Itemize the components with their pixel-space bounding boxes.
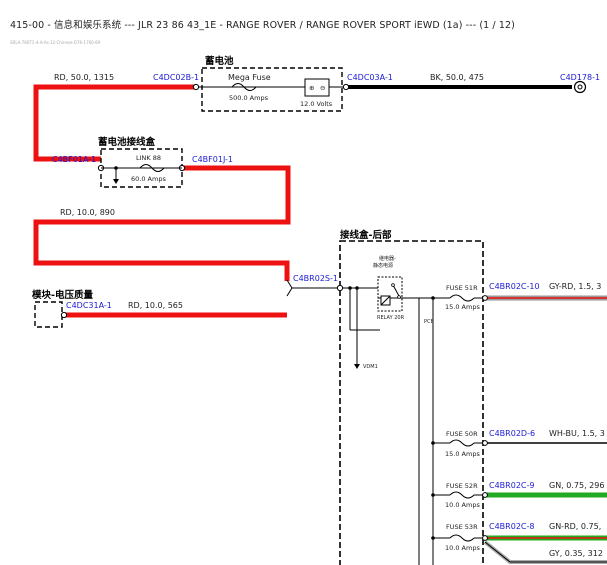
wires xyxy=(33,84,607,564)
battery-minus: ⊖ xyxy=(320,84,325,92)
connector-c4bf01a-1-label: C4BF01A-1 xyxy=(52,155,96,164)
internal-bus xyxy=(343,287,450,565)
relay-contact-1 xyxy=(391,283,395,287)
vdm-label: VDM1 xyxy=(363,364,378,370)
relay-name-line1: 继电器- xyxy=(379,255,396,262)
vdm-arrow-icon xyxy=(354,364,360,369)
battery-label: 蓄电池 xyxy=(205,55,234,67)
link88-stub-arrow-icon xyxy=(113,179,119,184)
fuse-53r-rating: 10.0 Amps xyxy=(445,544,480,552)
wire-rd-10-890-label: RD, 10.0, 890 xyxy=(60,208,115,217)
relay-contact-2 xyxy=(397,295,401,299)
wire-gy-core xyxy=(484,541,607,563)
bus-node-5 xyxy=(431,493,435,497)
fuse-53r-name: FUSE 53R xyxy=(446,523,478,531)
connector-c4dc31a-1-label: C4DC31A-1 xyxy=(66,301,112,310)
connector-c4br02c-10[interactable] xyxy=(482,295,488,301)
fuse-52r[interactable]: FUSE 52R 10.0 Amps xyxy=(445,482,485,509)
fuse-52r-rating: 10.0 Amps xyxy=(445,501,480,509)
relay-coil-slash xyxy=(380,295,391,306)
bus-node-3 xyxy=(431,296,435,300)
link88-rating: 60.0 Amps xyxy=(131,175,166,183)
connector-c4br02c-9-label: C4BR02C-9 xyxy=(489,481,534,490)
relay-name-line2: 静态电源 xyxy=(373,262,393,269)
fuse-50r[interactable]: FUSE 50R 15.0 Amps xyxy=(445,430,485,458)
link88-fuse-icon xyxy=(139,164,165,172)
fuse-52r-icon xyxy=(449,491,475,499)
connector-c4dc02b-1[interactable] xyxy=(192,83,200,91)
fuse-50r-name: FUSE 50R xyxy=(446,430,478,438)
connector-c4br02d-6-label: C4BR02D-6 xyxy=(489,429,535,438)
fuse-53r[interactable]: FUSE 53R 10.0 Amps xyxy=(445,523,485,552)
mega-fuse-name: Mega Fuse xyxy=(228,73,271,82)
fuse-51r-name: FUSE 51R xyxy=(446,284,478,292)
wire-rd-10-565-label: RD, 10.0, 565 xyxy=(128,301,183,310)
wire-gy-label: GY, 0.35, 312 xyxy=(549,549,603,558)
voltage-module-box xyxy=(34,301,63,328)
connector-c4dc03a-1-label: C4DC03A-1 xyxy=(347,73,393,82)
splice-bracket xyxy=(286,279,293,297)
wire-rd-50-1315-label: RD, 50.0, 1315 xyxy=(54,73,114,82)
ground-dot xyxy=(577,84,583,90)
mega-fuse-icon xyxy=(231,83,257,91)
rear-junction-box-label: 接线盒-后部 xyxy=(340,229,392,241)
wire-rd-50-1315[interactable] xyxy=(33,84,196,162)
connector-c4bf01j-1-label: C4BF01J-1 xyxy=(192,155,233,164)
connector-c4dc31a-1[interactable] xyxy=(60,311,68,319)
bus-node-4 xyxy=(431,441,435,445)
connector-c4d178-1[interactable] xyxy=(573,80,587,94)
fuse-53r-icon xyxy=(449,534,475,542)
connector-c4dc02b-1-label: C4DC02B-1 xyxy=(153,73,199,82)
bus-node-2 xyxy=(355,286,359,290)
rear-junction-box xyxy=(339,240,484,565)
battery-junction-box-label: 蓄电池接线盒 xyxy=(98,136,156,148)
relay-switch-icon xyxy=(392,284,400,297)
bus-node-6 xyxy=(431,536,435,540)
connector-c4br02c-10-label: C4BR02C-10 xyxy=(489,282,540,291)
connector-c4br02s-1[interactable] xyxy=(336,284,344,292)
fuse-51r[interactable]: FUSE 51R 15.0 Amps xyxy=(445,284,485,311)
wire-wh-bu-label: WH-BU, 1.5, 3 xyxy=(549,429,605,438)
battery-box xyxy=(201,67,343,112)
wire-gn-label: GN, 0.75, 296 xyxy=(549,481,604,490)
fuse-50r-icon xyxy=(449,439,475,447)
fuse-51r-rating: 15.0 Amps xyxy=(445,303,480,311)
wire-bk-50-475-label: BK, 50.0, 475 xyxy=(430,73,484,82)
connector-c4dc03a-1[interactable] xyxy=(342,83,350,91)
connector-c4br02c-8[interactable] xyxy=(482,535,488,541)
connector-c4br02c-8-label: C4BR02C-8 xyxy=(489,522,534,531)
link88-name: LINK 88 xyxy=(136,154,161,162)
fuse-52r-name: FUSE 52R xyxy=(446,482,478,490)
wire-rd-10-890[interactable] xyxy=(33,165,291,281)
connector-c4br02s-1-label: C4BR02S-1 xyxy=(293,274,338,283)
fuse-51r-icon xyxy=(449,294,475,302)
connector-c4br02c-9[interactable] xyxy=(482,492,488,498)
fuse-50r-rating: 15.0 Amps xyxy=(445,450,480,458)
battery-plus: ⊕ xyxy=(309,84,314,92)
battery-volts: 12.0 Volts xyxy=(300,100,333,108)
voltage-module-label: 模块-电压质量 xyxy=(32,289,93,301)
pcb-label: PCB xyxy=(424,319,435,325)
wire-gn-rd-label: GN-RD, 0.75, xyxy=(549,522,601,531)
connector-c4d178-1-label: C4D178-1 xyxy=(560,73,600,82)
page-subtitle: SRLA-786T1-4-A-As-12-Chinese-D76-1760-89 xyxy=(10,40,101,45)
relay-label: RELAY 20R xyxy=(377,315,405,321)
relay-box xyxy=(377,276,403,312)
page-title: 415-00 - 信息和娱乐系统 --- JLR 23 86 43_1E - R… xyxy=(10,20,515,31)
bus-node-1 xyxy=(348,286,352,290)
mega-fuse-rating: 500.0 Amps xyxy=(229,94,269,102)
wire-gy-rd-label: GY-RD, 1.5, 3 xyxy=(549,282,601,291)
connector-c4br02d-6[interactable] xyxy=(482,440,488,446)
